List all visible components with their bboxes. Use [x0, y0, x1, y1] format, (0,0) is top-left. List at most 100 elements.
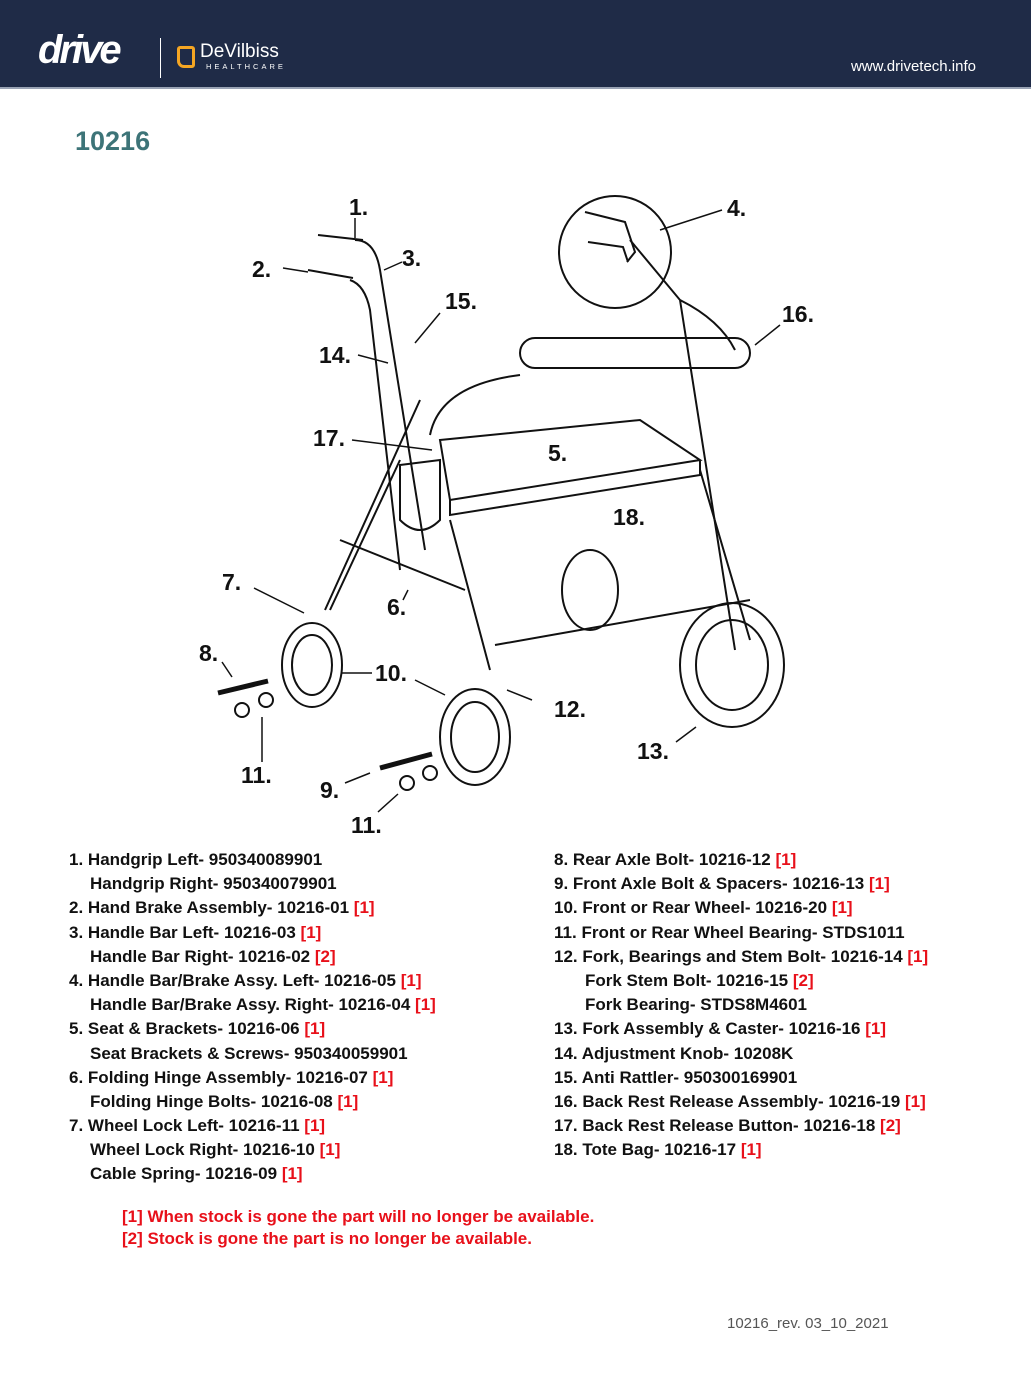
parts-list-item: 13. Fork Assembly & Caster- 10216-16 [1] — [554, 1017, 928, 1041]
availability-note-ref: [1] — [831, 898, 853, 918]
callout-16: 16. — [782, 301, 814, 327]
part-number: 15. — [554, 1067, 578, 1087]
callout-2: 2. — [252, 256, 272, 282]
devilbiss-logo-sub: HEALTHCARE — [206, 62, 286, 71]
part-number: 1. — [69, 850, 84, 869]
part-name: Adjustment Knob- 10208K — [581, 1043, 794, 1063]
part-name: Back Rest Release Button- 10216-18 — [582, 1116, 876, 1136]
callout-13: 13. — [637, 738, 669, 764]
parts-list-item: 17. Back Rest Release Button- 10216-18 [… — [554, 1114, 928, 1138]
part-number: 6. — [69, 1067, 84, 1087]
callout-11a: 11. — [241, 762, 272, 788]
part-number: 18. — [554, 1140, 578, 1160]
note-1: [1] When stock is gone the part will no … — [122, 1207, 595, 1226]
part-name: Back Rest Release Assembly- 10216-19 — [582, 1091, 901, 1111]
parts-list-item: 6. Folding Hinge Assembly- 10216-07 [1] — [69, 1066, 436, 1090]
rollator-drawing — [217, 195, 785, 813]
part-name: Front or Rear Wheel- 10216-20 — [582, 898, 828, 918]
callout-3: 3. — [402, 245, 422, 271]
website-link[interactable]: www.drivetech.info — [850, 58, 976, 75]
part-name: Anti Rattler- 950300169901 — [581, 1067, 798, 1087]
part-number: 10. — [554, 898, 578, 918]
callout-18: 18. — [613, 504, 645, 530]
part-name: Wheel Lock Right- 10216-10 — [90, 1140, 315, 1160]
availability-notes: [1] When stock is gone the part will no … — [122, 1206, 594, 1249]
parts-list-item: 12. Fork, Bearings and Stem Bolt- 10216-… — [554, 945, 928, 969]
part-name: Wheel Lock Left- 10216-11 — [87, 1116, 300, 1136]
detail-circle — [558, 195, 672, 309]
callout-5: 5. — [548, 440, 568, 466]
part-number: 11. — [554, 922, 577, 942]
part-name: Fork, Bearings and Stem Bolt- 10216-14 — [582, 946, 903, 966]
parts-list-item: 1. Handgrip Left- 950340089901 — [69, 848, 436, 872]
availability-note-ref: [1] — [300, 922, 322, 942]
availability-note-ref: [1] — [868, 874, 890, 894]
parts-list-item: 14. Adjustment Knob- 10208K — [554, 1042, 928, 1066]
devilbiss-mark-icon — [177, 46, 195, 68]
parts-list-item: Handgrip Right- 950340079901 — [69, 872, 436, 896]
part-name: Fork Stem Bolt- 10216-15 — [585, 970, 789, 990]
part-number: 14. — [554, 1043, 578, 1063]
parts-list-item: 5. Seat & Brackets- 10216-06 [1] — [69, 1017, 436, 1041]
callout-14: 14. — [319, 342, 351, 368]
parts-list-item: Wheel Lock Right- 10216-10 [1] — [69, 1138, 436, 1162]
callout-4: 4. — [727, 195, 747, 221]
callout-10: 10. — [375, 660, 407, 686]
availability-note-ref: [2] — [792, 970, 814, 990]
part-number: 9. — [554, 874, 569, 894]
parts-list-item: Handle Bar/Brake Assy. Right- 10216-04 [… — [69, 993, 436, 1017]
part-number: 4. — [69, 970, 84, 990]
callout-11b: 11. — [351, 812, 382, 838]
parts-list-right: 8. Rear Axle Bolt- 10216-12 [1]9. Front … — [554, 848, 928, 1162]
availability-note-ref: [1] — [304, 1019, 326, 1039]
part-number: 8. — [554, 850, 569, 869]
callout-9: 9. — [320, 777, 340, 803]
parts-list-item: 18. Tote Bag- 10216-17 [1] — [554, 1138, 928, 1162]
part-name: Front Axle Bolt & Spacers- 10216-13 — [572, 874, 865, 894]
parts-list-item: Fork Bearing- STDS8M4601 — [554, 993, 928, 1017]
parts-list-item: Cable Spring- 10216-09 [1] — [69, 1162, 436, 1186]
parts-list-item: 7. Wheel Lock Left- 10216-11 [1] — [69, 1114, 436, 1138]
part-name: Handgrip Left- 950340089901 — [87, 850, 323, 869]
part-number: 7. — [69, 1116, 84, 1136]
parts-list-item: Handle Bar Right- 10216-02 [2] — [69, 945, 436, 969]
parts-list-item: 9. Front Axle Bolt & Spacers- 10216-13 [… — [554, 872, 928, 896]
parts-list-item: 3. Handle Bar Left- 10216-03 [1] — [69, 921, 436, 945]
availability-note-ref: [2] — [314, 946, 336, 966]
revision-label: 10216_rev. 03_10_2021 — [727, 1315, 889, 1332]
availability-note-ref: [1] — [353, 898, 375, 918]
part-number: 17. — [554, 1116, 578, 1136]
callout-12: 12. — [554, 696, 586, 722]
part-number: 16. — [554, 1091, 578, 1111]
part-name: Seat Brackets & Screws- 950340059901 — [90, 1043, 408, 1063]
part-name: Handle Bar Right- 10216-02 — [90, 946, 311, 966]
part-name: Seat & Brackets- 10216-06 — [87, 1019, 300, 1039]
availability-note-ref: [1] — [337, 1091, 359, 1111]
parts-list-item: 8. Rear Axle Bolt- 10216-12 [1] — [554, 848, 928, 872]
part-number: 2. — [69, 898, 84, 918]
parts-list-item: Fork Stem Bolt- 10216-15 [2] — [554, 969, 928, 993]
model-number: 10216 — [75, 126, 151, 156]
part-number: 3. — [69, 922, 84, 942]
callout-1: 1. — [349, 194, 369, 220]
availability-note-ref: [1] — [372, 1067, 394, 1087]
part-name: Handle Bar/Brake Assy. Left- 10216-05 — [87, 970, 396, 990]
callout-6: 6. — [387, 594, 407, 620]
availability-note-ref: [1] — [775, 850, 797, 869]
parts-list-item: 4. Handle Bar/Brake Assy. Left- 10216-05… — [69, 969, 436, 993]
part-name: Hand Brake Assembly- 10216-01 — [87, 898, 350, 918]
parts-list-item: 16. Back Rest Release Assembly- 10216-19… — [554, 1090, 928, 1114]
part-name: Front or Rear Wheel Bearing- STDS1011 — [581, 922, 905, 942]
availability-note-ref: [1] — [281, 1164, 303, 1184]
part-name: Fork Bearing- STDS8M4601 — [585, 995, 808, 1015]
drive-logo: drive — [38, 28, 122, 72]
part-name: Folding Hinge Bolts- 10216-08 — [90, 1091, 333, 1111]
parts-list-item: 15. Anti Rattler- 950300169901 — [554, 1066, 928, 1090]
availability-note-ref: [1] — [319, 1140, 341, 1160]
parts-list-item: Folding Hinge Bolts- 10216-08 [1] — [69, 1090, 436, 1114]
part-name: Cable Spring- 10216-09 — [90, 1164, 278, 1184]
availability-note-ref: [2] — [880, 1116, 901, 1136]
part-number: 13. — [554, 1019, 578, 1039]
header-bar: drive DeVilbiss HEALTHCARE www.drivetech… — [0, 0, 1031, 89]
